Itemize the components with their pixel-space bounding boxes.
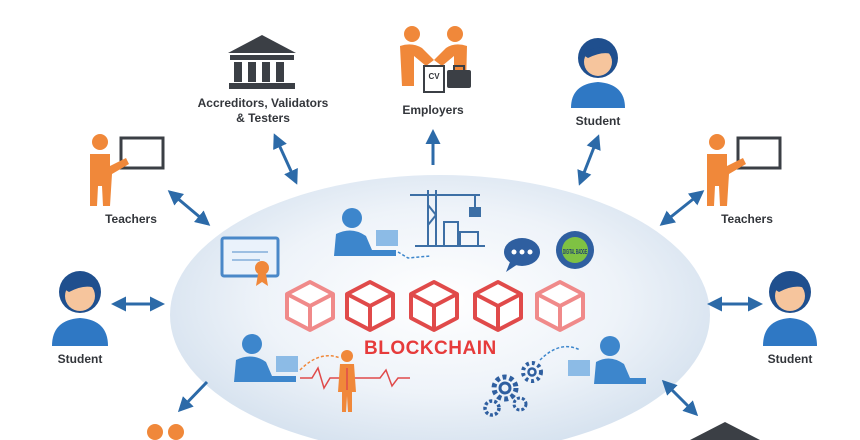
blockchain-cubes xyxy=(285,280,585,332)
accreditors-label: Accreditors, Validators & Testers xyxy=(197,96,329,125)
partial-bottom-right-icon xyxy=(690,422,760,440)
certificate-icon xyxy=(220,236,280,286)
arrow-accreditors xyxy=(273,133,298,185)
block-cube-2 xyxy=(345,280,395,332)
student-top-icon xyxy=(571,38,625,108)
institution-icon xyxy=(228,35,296,89)
blockchain-title: BLOCKCHAIN xyxy=(364,338,497,359)
student-left-icon xyxy=(52,271,108,346)
employers-label: Employers xyxy=(402,103,464,117)
person-laptop-left-icon xyxy=(234,334,341,382)
teacher-right-icon xyxy=(707,134,782,206)
arrow-teachers-left xyxy=(167,190,211,226)
gears-icon xyxy=(483,345,581,417)
person-laptop-icon xyxy=(334,208,431,259)
arrow-bottom-right xyxy=(661,379,699,417)
arrow-bottom-left xyxy=(177,380,209,413)
student-left-label: Student xyxy=(57,352,103,366)
student-right-icon xyxy=(763,271,817,346)
student-top-label: Student xyxy=(575,114,621,128)
digital-badge-icon: DIGITAL BADGE xyxy=(556,231,594,269)
teachers-right-label: Teachers xyxy=(721,212,773,226)
factory-crane-icon xyxy=(410,190,485,247)
block-cube-1 xyxy=(285,280,335,332)
block-cube-4 xyxy=(473,280,523,332)
person-laptop-right-icon xyxy=(568,336,646,384)
handshake-icon xyxy=(400,26,471,93)
connection-arrows xyxy=(111,129,763,417)
chat-bubble-icon xyxy=(504,238,540,272)
teacher-left-icon xyxy=(90,134,165,206)
block-cube-5 xyxy=(535,280,585,332)
health-anatomy-icon xyxy=(300,350,410,412)
digital-badge-text: DIGITAL BADGE xyxy=(563,249,587,256)
student-right-label: Student xyxy=(767,352,813,366)
partial-bottom-left-icon xyxy=(147,424,184,440)
cv-label: CV xyxy=(428,72,440,81)
teachers-left-label: Teachers xyxy=(105,212,157,226)
arrow-student-top xyxy=(577,134,601,186)
block-cube-3 xyxy=(409,280,459,332)
arrow-teachers-right xyxy=(659,190,705,226)
